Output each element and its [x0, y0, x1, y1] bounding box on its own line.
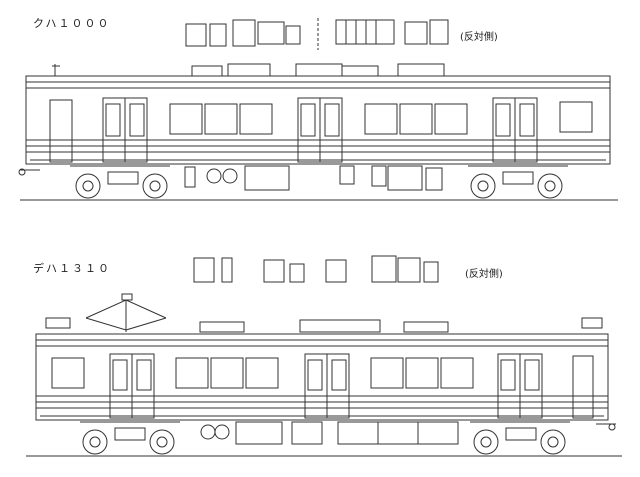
car-2-side-note: (反対側) [465, 269, 503, 280]
car-2-bogie-front [80, 421, 180, 455]
car-2-roof-equipment [45, 317, 603, 333]
car-1-underfloor-equipment-top [185, 18, 449, 50]
car-2-name: デハ１３１０ [33, 262, 111, 275]
car-2-windows [51, 357, 474, 389]
car-2-bogie-rear [470, 421, 616, 455]
car-1-doors [49, 97, 538, 163]
car-1-bogie-front [18, 165, 170, 199]
car-1-name: クハ１０００ [33, 17, 111, 30]
car-1-bogie-rear [468, 165, 568, 199]
car-1-roof-equipment [52, 63, 445, 77]
car-2-underfloor [200, 421, 459, 445]
car-2-underfloor-equipment-top [193, 255, 439, 283]
car-2-body [35, 333, 609, 421]
car-1-side-note: (反対側) [460, 32, 498, 43]
car-1-underfloor [184, 165, 443, 191]
car-1-windows [169, 101, 593, 135]
car-1-body [25, 75, 611, 165]
car-2-doors [109, 353, 594, 419]
car-2-pantograph [85, 293, 167, 332]
